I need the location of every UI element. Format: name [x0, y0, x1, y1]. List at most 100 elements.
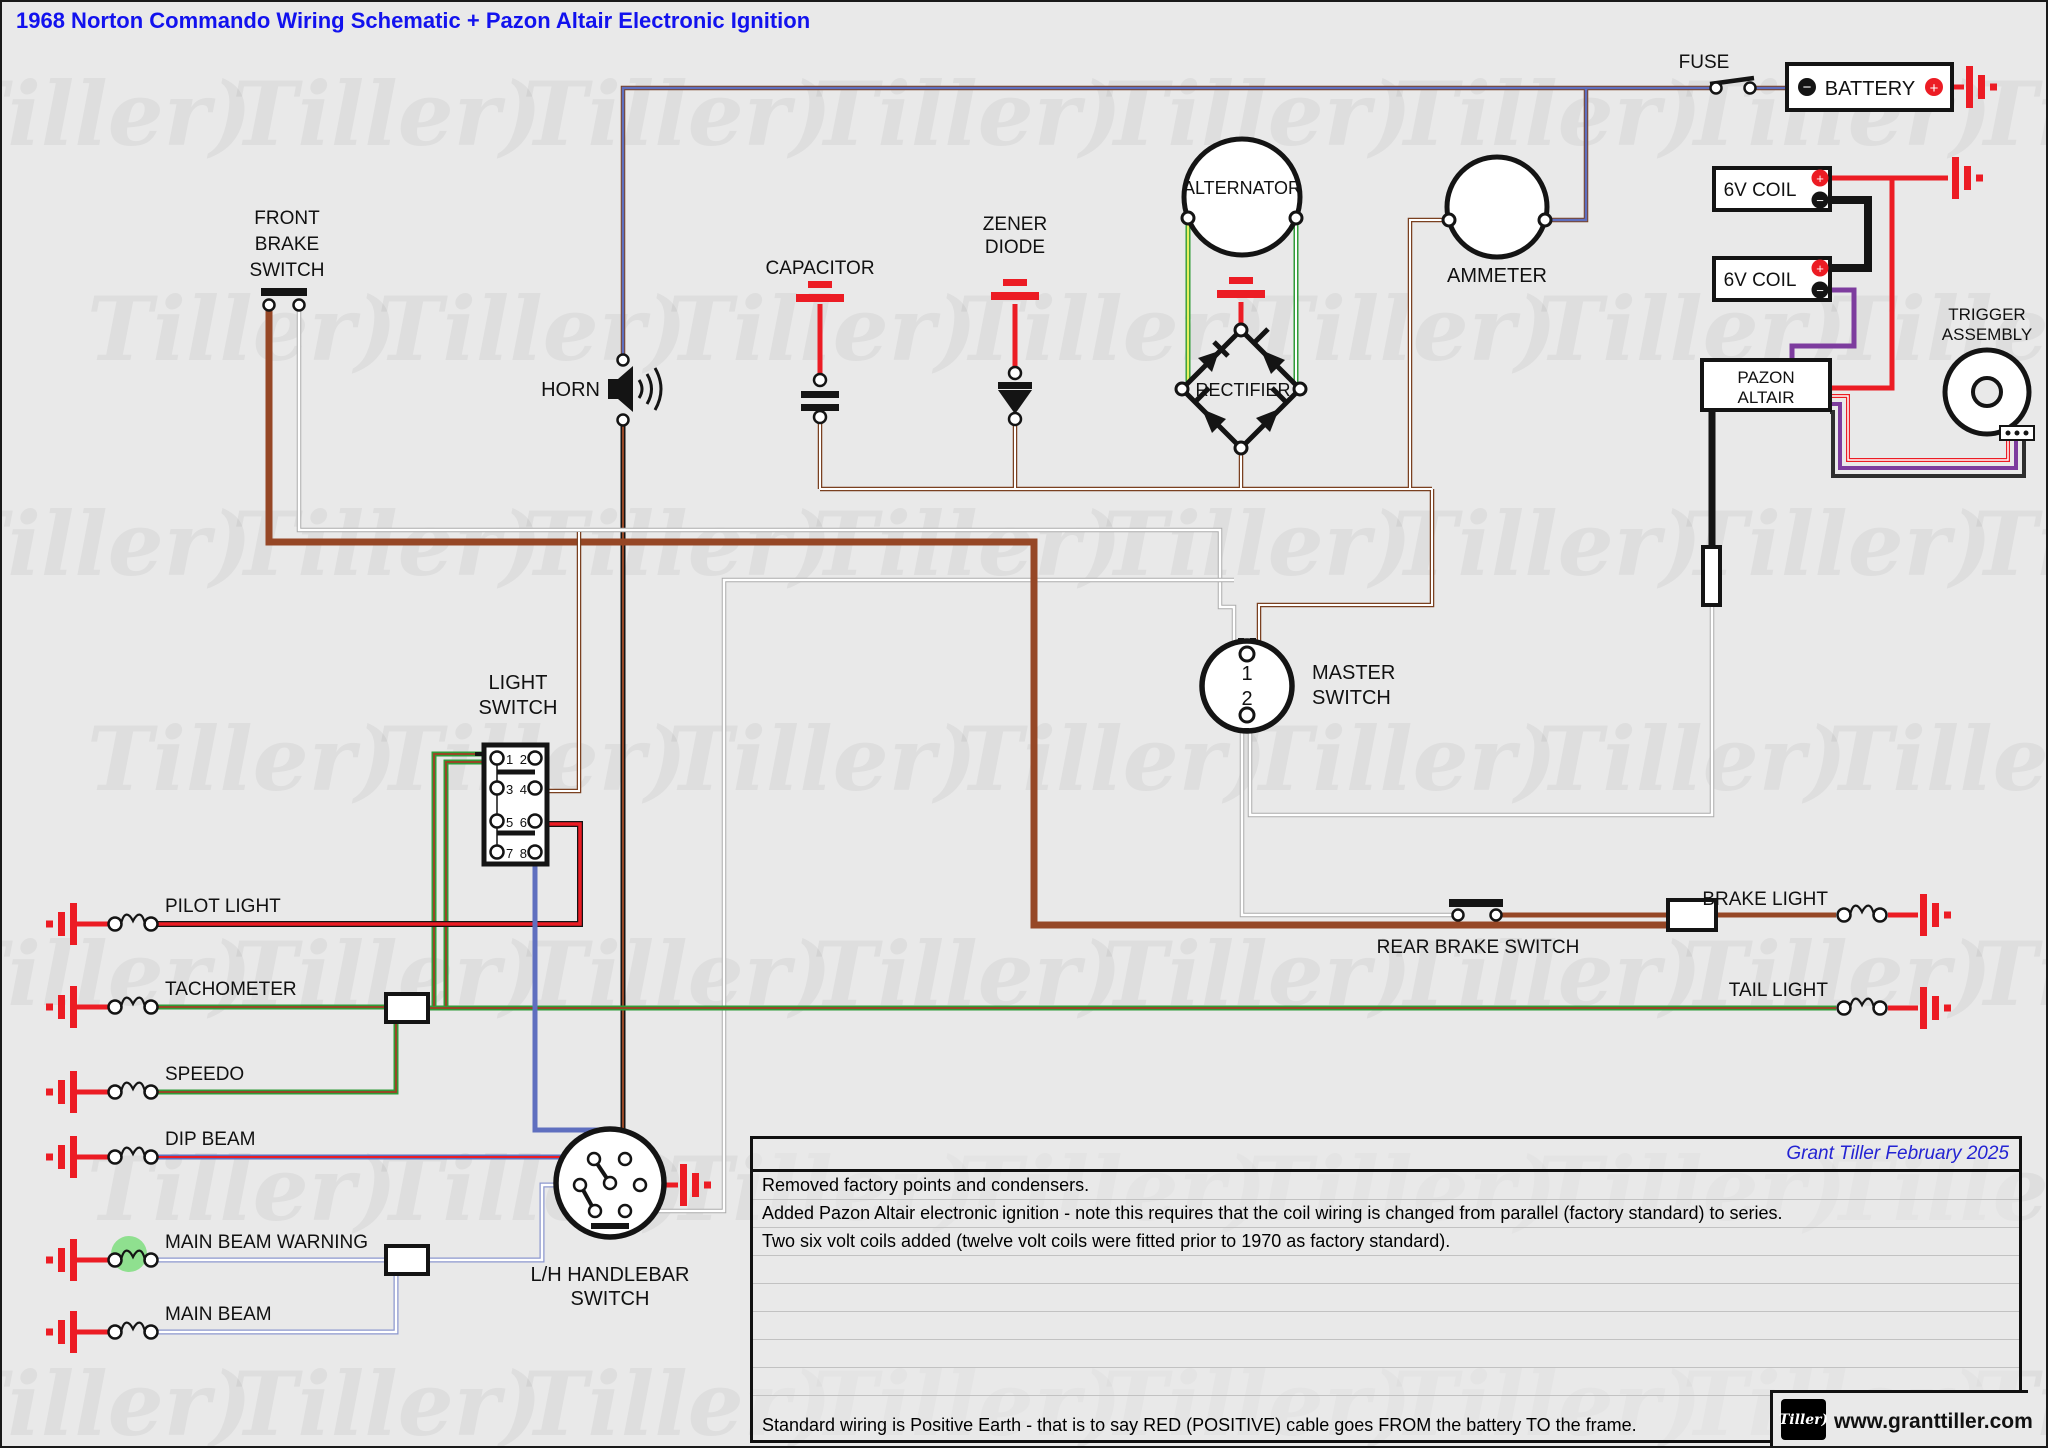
master-terminal-1: 1 — [1241, 663, 1252, 685]
fuse: FUSE — [1679, 52, 1757, 95]
rectifier-label: RECTIFIER — [1195, 380, 1290, 400]
mb-bulb-icon — [107, 1321, 159, 1340]
wire-coil-series-link — [1829, 196, 1872, 272]
handlebar-ground-icon — [680, 1164, 711, 1206]
note-row: Added Pazon Altair electronic ignition -… — [753, 1200, 2019, 1228]
zener-label-2: DIODE — [985, 237, 1045, 258]
zener-ground-icon — [991, 279, 1039, 300]
watermark-text: Tiller) — [2, 62, 252, 166]
tail-light-label: TAIL LIGHT — [1729, 980, 1829, 1001]
wire-master-to-rear-brake — [1239, 720, 1452, 918]
dip-bulb-icon — [107, 1146, 159, 1165]
watermark-text: Tiller) — [1392, 492, 1702, 596]
light-switch-label-2: SWITCH — [479, 697, 558, 719]
rear-brake-label: REAR BRAKE SWITCH — [1377, 937, 1580, 958]
ls-t1: 1 — [506, 752, 513, 767]
alternator: ALTERNATOR — [1180, 136, 1304, 258]
tacho-bulb-icon — [107, 996, 159, 1015]
tacho-speedo-connector — [384, 992, 430, 1024]
horn-label: HORN — [541, 379, 600, 401]
pazon-label-2: ALTAIR — [1738, 388, 1795, 407]
speedo-label: SPEEDO — [165, 1064, 244, 1085]
watermark-text: Tiller) — [1247, 277, 1557, 381]
brake-light-label: BRAKE LIGHT — [1702, 889, 1828, 910]
rectifier: RECTIFIER — [1174, 277, 1308, 456]
battery-minus: − — [1803, 79, 1812, 96]
main-beam: MAIN BEAM — [46, 1304, 272, 1353]
trigger-label-2: ASSEMBLY — [1942, 325, 2032, 344]
master-label-2: SWITCH — [1312, 687, 1391, 709]
notes-header: Grant Tiller February 2025 — [753, 1139, 2019, 1172]
coil-ground-icon — [1952, 157, 1983, 199]
note-row — [753, 1340, 2019, 1368]
battery-label: BATTERY — [1825, 78, 1915, 100]
wire-trigger-bundle — [1830, 394, 2026, 478]
capacitor: CAPACITOR — [765, 258, 875, 425]
wire-light-switch-t4 — [542, 532, 582, 794]
speedo: SPEEDO — [46, 1064, 244, 1113]
brake-ground-icon — [1920, 894, 1951, 936]
coil2-label: 6V COIL — [1724, 270, 1797, 291]
wire-battery-main — [620, 85, 1787, 365]
alternator-label: ALTERNATOR — [1183, 178, 1301, 198]
wire-front-brake-white — [296, 311, 1237, 648]
mb-label: MAIN BEAM — [165, 1304, 272, 1325]
tacho-ground-icon — [46, 986, 77, 1028]
wire-bulb-ground-stubs — [77, 912, 1918, 1335]
mbw-label: MAIN BEAM WARNING — [165, 1232, 368, 1253]
watermark-text: Tiller) — [522, 62, 832, 166]
brake-light: BRAKE LIGHT — [1702, 889, 1951, 936]
wire-handlebar-white — [631, 577, 1234, 1214]
mb-ground-icon — [46, 1311, 77, 1353]
trigger-assembly: TRIGGER ASSEMBLY — [1942, 305, 2035, 441]
handlebar-switch: L/H HANDLEBAR SWITCH — [531, 1126, 711, 1310]
note-row — [753, 1312, 2019, 1340]
front-brake-label-3: SWITCH — [250, 260, 325, 281]
website-url[interactable]: www.granttiller.com — [1834, 1410, 2033, 1433]
watermark-text: Tiller) — [1247, 707, 1557, 811]
wire-dc-junction — [817, 217, 1445, 648]
front-brake-switch: FRONT BRAKE SWITCH — [250, 208, 325, 312]
pilot-ground-icon — [46, 903, 77, 945]
front-brake-label-1: FRONT — [254, 208, 320, 229]
mbw-ground-icon — [46, 1239, 77, 1281]
master-terminal-2: 2 — [1241, 688, 1252, 710]
light-switch-label-1: LIGHT — [489, 672, 548, 694]
watermark-text: Tiller) — [812, 62, 1122, 166]
ammeter: AMMETER — [1441, 154, 1553, 287]
brake-connector — [1666, 898, 1718, 932]
watermark-text: Tiller) — [1827, 707, 2046, 811]
front-brake-label-2: BRAKE — [255, 234, 319, 255]
rear-brake-switch: REAR BRAKE SWITCH — [1377, 898, 1718, 958]
wire-master-to-pazon-kill — [1247, 605, 1715, 818]
coil2-minus: − — [1816, 283, 1824, 298]
watermark-text: Tiller) — [87, 277, 397, 381]
capacitor-label: CAPACITOR — [765, 258, 874, 279]
wire-coil2-to-pazon — [1789, 287, 1857, 360]
note-row: Two six volt coils added (twelve volt co… — [753, 1228, 2019, 1256]
wire-front-brake-to-brake-light — [265, 311, 1668, 929]
coil-2: 6V COIL + − — [1712, 256, 1832, 302]
tail-bulb-icon — [1836, 997, 1888, 1016]
coil1-label: 6V COIL — [1724, 180, 1797, 201]
brake-bulb-icon — [1836, 904, 1888, 923]
ls-t3: 3 — [506, 782, 513, 797]
pazon-label-1: PAZON — [1737, 368, 1794, 387]
watermark-text: Tiller) — [377, 277, 687, 381]
tail-ground-icon — [1920, 987, 1951, 1029]
fuse-label: FUSE — [1679, 52, 1730, 73]
tachometer: TACHOMETER — [46, 979, 430, 1028]
note-row — [753, 1368, 2019, 1396]
handlebar-label-2: SWITCH — [571, 1288, 650, 1310]
battery-plus: + — [1930, 80, 1939, 97]
watermark-text: Tiller) — [87, 1137, 397, 1241]
note-row — [753, 1256, 2019, 1284]
horn: HORN — [541, 353, 663, 427]
pazon-altair: PAZON ALTAIR — [1700, 358, 1832, 607]
master-switch: 1 2 MASTER SWITCH — [1199, 638, 1395, 734]
pilot-light: PILOT LIGHT — [46, 896, 281, 945]
speedo-bulb-icon — [107, 1081, 159, 1100]
rectifier-ground-icon — [1217, 277, 1265, 298]
